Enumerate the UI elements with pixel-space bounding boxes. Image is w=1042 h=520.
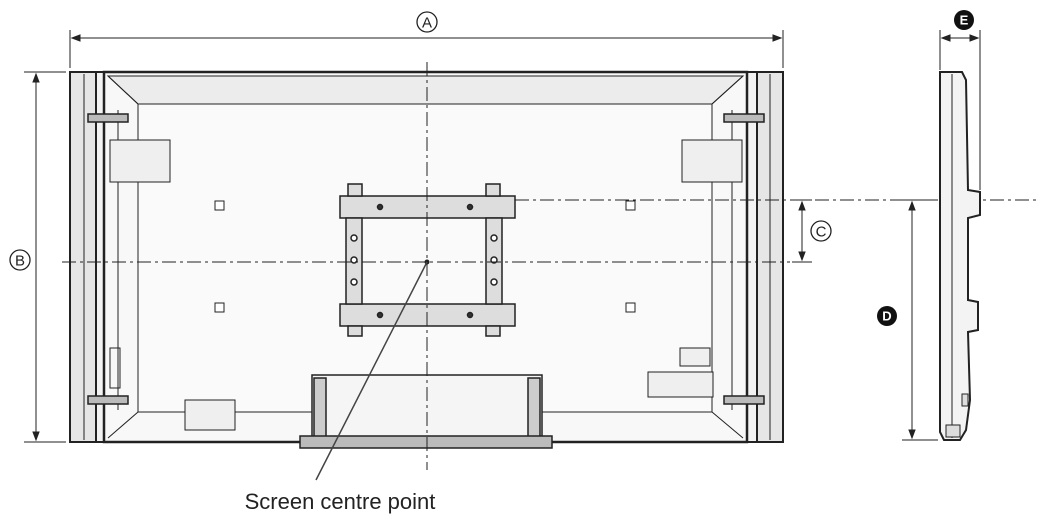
dimension-b bbox=[24, 71, 66, 443]
label-c: C bbox=[810, 220, 832, 242]
screen-centre-caption: Screen centre point bbox=[245, 489, 436, 514]
speaker-brackets bbox=[87, 113, 765, 405]
tv-side-view bbox=[939, 71, 981, 441]
label-a-text: A bbox=[422, 15, 432, 32]
dimension-e bbox=[939, 30, 981, 190]
dimension-a bbox=[69, 30, 784, 68]
screen-centre-callout: Screen centre point bbox=[245, 259, 436, 514]
dimension-c bbox=[792, 199, 812, 263]
left-speaker-bar bbox=[69, 71, 97, 443]
label-a: A bbox=[416, 11, 438, 33]
callout-leader-line bbox=[315, 261, 428, 481]
label-e-text: E bbox=[960, 13, 969, 28]
side-profile bbox=[939, 71, 981, 441]
label-c-text: C bbox=[816, 224, 827, 241]
label-d-text: D bbox=[882, 309, 891, 324]
dimension-d bbox=[902, 199, 938, 441]
tv-rear-view bbox=[69, 70, 784, 449]
stand-bracket bbox=[299, 374, 553, 449]
label-e: E bbox=[954, 10, 974, 30]
label-b: B bbox=[9, 249, 31, 271]
label-d: D bbox=[877, 306, 897, 326]
label-b-text: B bbox=[15, 253, 25, 270]
